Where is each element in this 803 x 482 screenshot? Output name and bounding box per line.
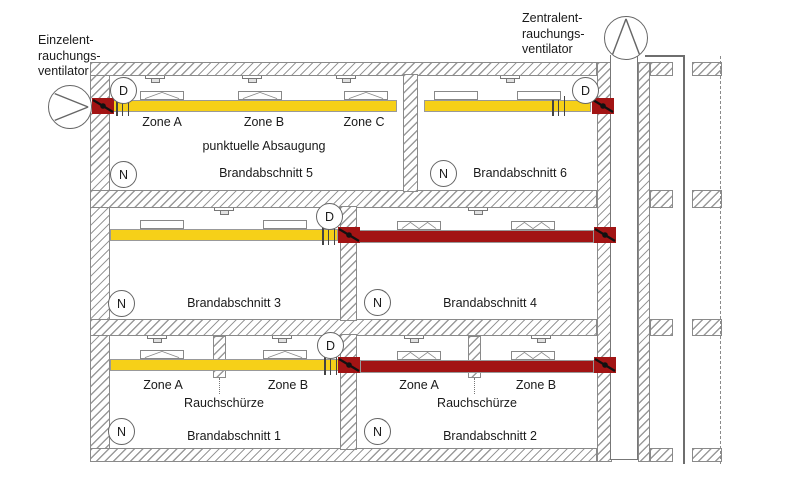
smoke-duct-ba1 bbox=[110, 359, 340, 371]
closed-vent-icon bbox=[397, 351, 441, 360]
outer-wall-bottom bbox=[90, 448, 597, 462]
smoke-detector-icon bbox=[214, 208, 234, 215]
shaft-right-wall bbox=[638, 62, 650, 462]
extract-vent-icon bbox=[344, 91, 388, 100]
smoke-detector-icon bbox=[404, 336, 424, 343]
duct-connector-ticks bbox=[322, 225, 335, 245]
room-name-ba3: Brandabschnitt 3 bbox=[187, 296, 281, 310]
individual-extract-fan-icon bbox=[48, 85, 92, 129]
smoke-curtain-label: Rauchschürze bbox=[437, 396, 517, 410]
damper-badge-ba6: D bbox=[572, 77, 599, 104]
slab-stub-b2 bbox=[692, 190, 722, 208]
damper-badge-ba1: D bbox=[317, 332, 344, 359]
duct-connector-ticks bbox=[324, 355, 337, 375]
fire-damper-ba5-left bbox=[92, 98, 114, 114]
damper-badge-ba5: D bbox=[110, 77, 137, 104]
smoke-duct-ba6 bbox=[424, 100, 591, 112]
section-cut-line bbox=[720, 56, 721, 464]
fire-damper-ba2-right bbox=[594, 357, 616, 373]
slab-stub-b1 bbox=[692, 62, 722, 76]
room-name-ba4: Brandabschnitt 4 bbox=[443, 296, 537, 310]
extract-vent-icon bbox=[263, 220, 307, 229]
fire-damper-ba3-ba4 bbox=[338, 227, 360, 243]
zone-label: Zone C bbox=[343, 115, 385, 129]
smoke-curtain-ba1 bbox=[213, 336, 226, 378]
duct-connector-ticks bbox=[552, 96, 565, 116]
fire-rated-duct-ba2 bbox=[360, 360, 594, 373]
central-extract-fan-icon bbox=[604, 16, 648, 60]
zone-label: Zone A bbox=[142, 115, 182, 129]
smoke-curtain-leader bbox=[474, 378, 475, 394]
room-name-ba6: Brandabschnitt 6 bbox=[473, 166, 567, 180]
extract-vent-icon bbox=[434, 91, 478, 100]
smoke-detector-icon bbox=[500, 76, 520, 83]
smoke-curtain-label: Rauchschürze bbox=[184, 396, 264, 410]
divider-wall-ba3-ba4 bbox=[340, 206, 357, 321]
zone-label: Zone B bbox=[243, 115, 285, 129]
duct-connector-ticks bbox=[116, 96, 129, 116]
slab-stub-a3 bbox=[650, 319, 673, 336]
normal-badge-ba5: N bbox=[110, 161, 137, 188]
zone-label: Zone A bbox=[399, 378, 439, 392]
slab-stub-a2 bbox=[650, 190, 673, 208]
slab-stub-a4 bbox=[650, 448, 673, 462]
slab-stub-b4 bbox=[692, 448, 722, 462]
individual-fan-label: Einzelent- rauchungs- ventilator bbox=[38, 33, 101, 78]
smoke-detector-icon bbox=[272, 336, 292, 343]
normal-badge-ba1: N bbox=[108, 418, 135, 445]
divider-wall-ba5-ba6 bbox=[403, 74, 418, 192]
normal-badge-ba6: N bbox=[430, 160, 457, 187]
extract-vent-icon bbox=[263, 350, 307, 359]
extract-vent-icon bbox=[238, 91, 282, 100]
slab-stub-a1 bbox=[650, 62, 673, 76]
zone-label: Zone A bbox=[143, 378, 183, 392]
central-extraction-shaft bbox=[610, 55, 638, 460]
point-extraction-label: punktuelle Absaugung bbox=[202, 139, 326, 153]
normal-badge-ba3: N bbox=[108, 290, 135, 317]
zone-label: Zone B bbox=[515, 378, 557, 392]
outer-wall-left bbox=[90, 62, 110, 462]
room-name-ba1: Brandabschnitt 1 bbox=[187, 429, 281, 443]
closed-vent-icon bbox=[511, 351, 555, 360]
facade-line bbox=[683, 56, 685, 464]
outer-wall-top bbox=[90, 62, 597, 76]
normal-badge-ba2: N bbox=[364, 418, 391, 445]
damper-badge-ba3: D bbox=[316, 203, 343, 230]
smoke-detector-icon bbox=[147, 336, 167, 343]
smoke-detector-icon bbox=[145, 76, 165, 83]
fire-rated-duct-ba4 bbox=[358, 230, 594, 243]
extract-vent-icon bbox=[140, 350, 184, 359]
fire-damper-ba6-right bbox=[592, 98, 614, 114]
smoke-detector-icon bbox=[468, 208, 488, 215]
smoke-detector-icon bbox=[242, 76, 262, 83]
room-name-ba5: Brandabschnitt 5 bbox=[219, 166, 313, 180]
extract-vent-icon bbox=[517, 91, 561, 100]
fire-damper-ba4-right bbox=[594, 227, 616, 243]
smoke-duct-ba5 bbox=[110, 100, 397, 112]
extract-vent-icon bbox=[140, 91, 184, 100]
closed-vent-icon bbox=[511, 221, 555, 230]
room-name-ba2: Brandabschnitt 2 bbox=[443, 429, 537, 443]
smoke-duct-ba3 bbox=[110, 229, 338, 241]
smoke-detector-icon bbox=[531, 336, 551, 343]
central-fan-label: Zentralent- rauchungs- ventilator bbox=[522, 11, 585, 56]
closed-vent-icon bbox=[397, 221, 441, 230]
normal-badge-ba4: N bbox=[364, 289, 391, 316]
slab-stub-b3 bbox=[692, 319, 722, 336]
smoke-detector-icon bbox=[336, 76, 356, 83]
smoke-curtain-leader bbox=[219, 378, 220, 394]
shaft-top-line bbox=[645, 55, 685, 57]
extract-vent-icon bbox=[140, 220, 184, 229]
zone-label: Zone B bbox=[267, 378, 309, 392]
fire-damper-ba1-ba2 bbox=[338, 357, 360, 373]
